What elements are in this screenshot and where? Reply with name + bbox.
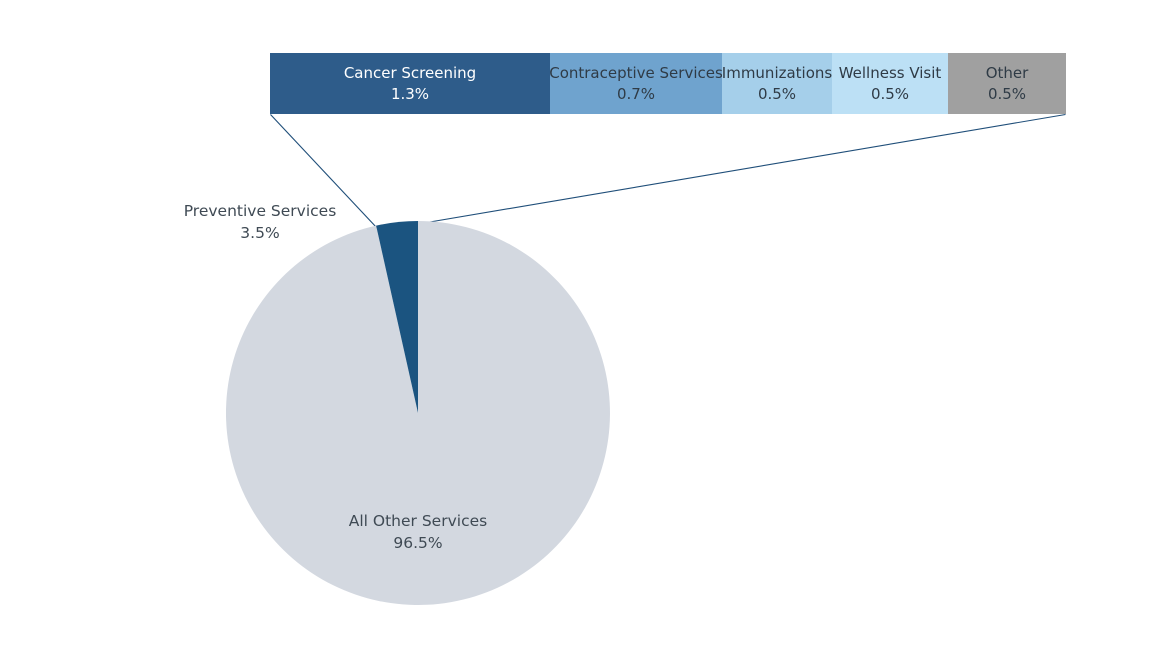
bar-segment-wellness-visit[interactable]: Wellness Visit 0.5% <box>832 53 948 114</box>
connector-line-right <box>417 113 1066 225</box>
pie-slice-all-other-services[interactable] <box>226 221 610 605</box>
pie-label-preventive-services-value: 3.5% <box>240 224 280 242</box>
bar-segment-wellness-visit-label: Wellness Visit <box>838 63 942 82</box>
bar-segment-other[interactable]: Other 0.5% <box>948 53 1066 114</box>
bar-segment-other-label: Other <box>985 63 1029 82</box>
bar-segment-immunizations-label: Immunizations <box>721 63 833 82</box>
pie-label-all-other-services-name: All Other Services <box>348 512 488 530</box>
bar-segment-immunizations-value: 0.5% <box>757 84 797 103</box>
bar-segment-wellness-visit-value: 0.5% <box>870 84 910 103</box>
bar-segment-cancer-screening-label: Cancer Screening <box>343 63 477 82</box>
pie-label-all-other-services: All Other Services 96.5% <box>283 510 553 554</box>
bar-segment-immunizations[interactable]: Immunizations 0.5% <box>722 53 832 114</box>
bar-segment-contraceptive-services-value: 0.7% <box>616 84 656 103</box>
pie-chart <box>226 221 610 605</box>
bar-segment-cancer-screening[interactable]: Cancer Screening 1.3% <box>270 53 550 114</box>
pie-slice-preventive-services[interactable] <box>376 221 418 413</box>
pie-label-preventive-services-name: Preventive Services <box>183 202 337 220</box>
bar-segment-other-value: 0.5% <box>987 84 1027 103</box>
bar-segment-cancer-screening-value: 1.3% <box>390 84 430 103</box>
bar-segment-contraceptive-services-label: Contraceptive Services <box>549 63 723 82</box>
breakdown-stacked-bar: Cancer Screening 1.3% Contraceptive Serv… <box>270 53 1066 114</box>
pie-label-preventive-services: Preventive Services 3.5% <box>166 200 354 244</box>
bar-segment-contraceptive-services[interactable]: Contraceptive Services 0.7% <box>549 53 723 114</box>
pie-label-all-other-services-value: 96.5% <box>393 534 443 552</box>
